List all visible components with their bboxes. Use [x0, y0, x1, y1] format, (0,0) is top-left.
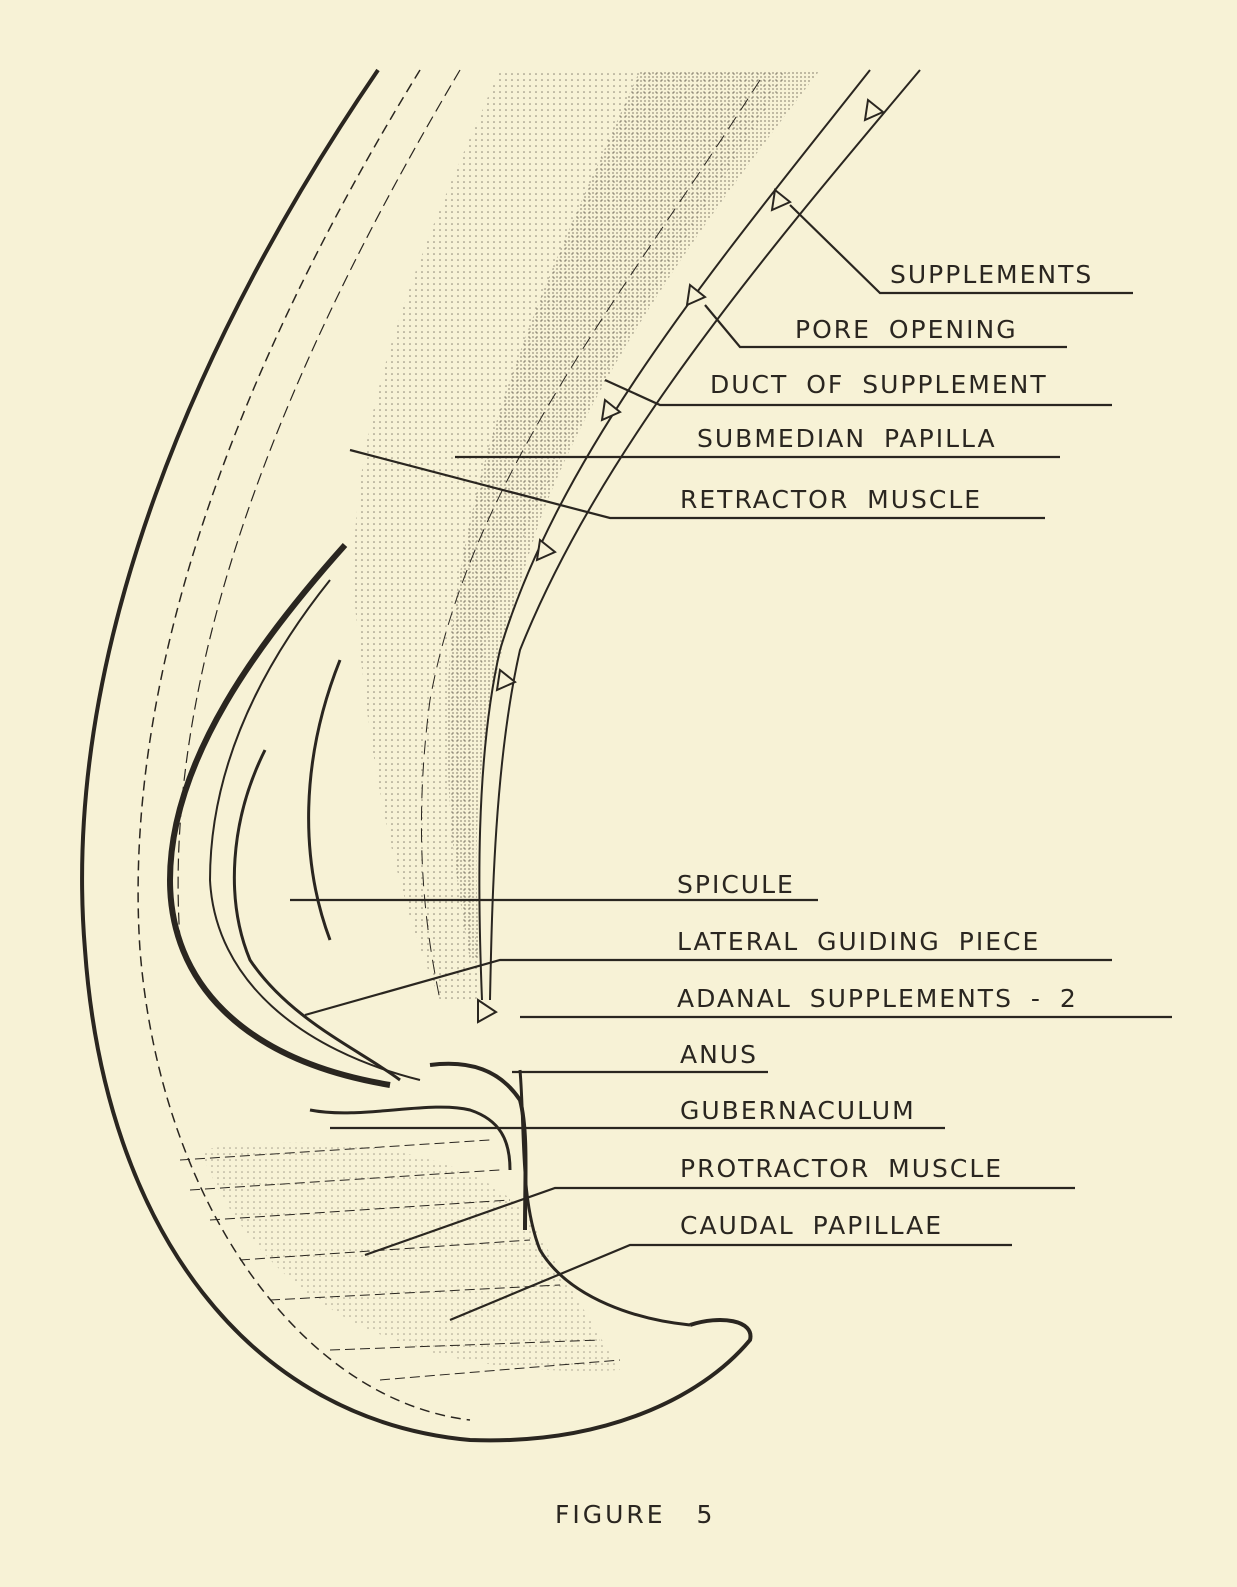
- outer-cuticle: [80, 68, 753, 1443]
- label-protractor-muscle: PROTRACTOR MUSCLE: [680, 1154, 1004, 1183]
- label-supplements: SUPPLEMENTS: [890, 260, 1094, 289]
- label-spicule: SPICULE: [677, 870, 795, 899]
- label-pore-opening: PORE OPENING: [795, 315, 1018, 344]
- label-gubernaculum: GUBERNACULUM: [680, 1096, 916, 1125]
- supplement-markers: [477, 98, 885, 1024]
- label-adanal-supplements: ADANAL SUPPLEMENTS - 2: [677, 984, 1078, 1013]
- label-duct-of-supplement: DUCT OF SUPPLEMENT: [710, 370, 1048, 399]
- leader-lines: [290, 204, 1172, 1322]
- label-lateral-guiding-piece: LATERAL GUIDING PIECE: [677, 927, 1041, 956]
- label-anus: ANUS: [680, 1040, 758, 1069]
- spicule: [166, 542, 391, 1088]
- stippled-intestine: [354, 70, 790, 1000]
- figure-caption: FIGURE 5: [555, 1500, 716, 1529]
- ventral-cuticle: [478, 69, 871, 1001]
- label-caudal-papillae: CAUDAL PAPILLAE: [680, 1211, 943, 1240]
- gubernaculum: [309, 1105, 512, 1171]
- label-submedian-papilla: SUBMEDIAN PAPILLA: [697, 424, 997, 453]
- label-retractor-muscle: RETRACTOR MUSCLE: [680, 485, 983, 514]
